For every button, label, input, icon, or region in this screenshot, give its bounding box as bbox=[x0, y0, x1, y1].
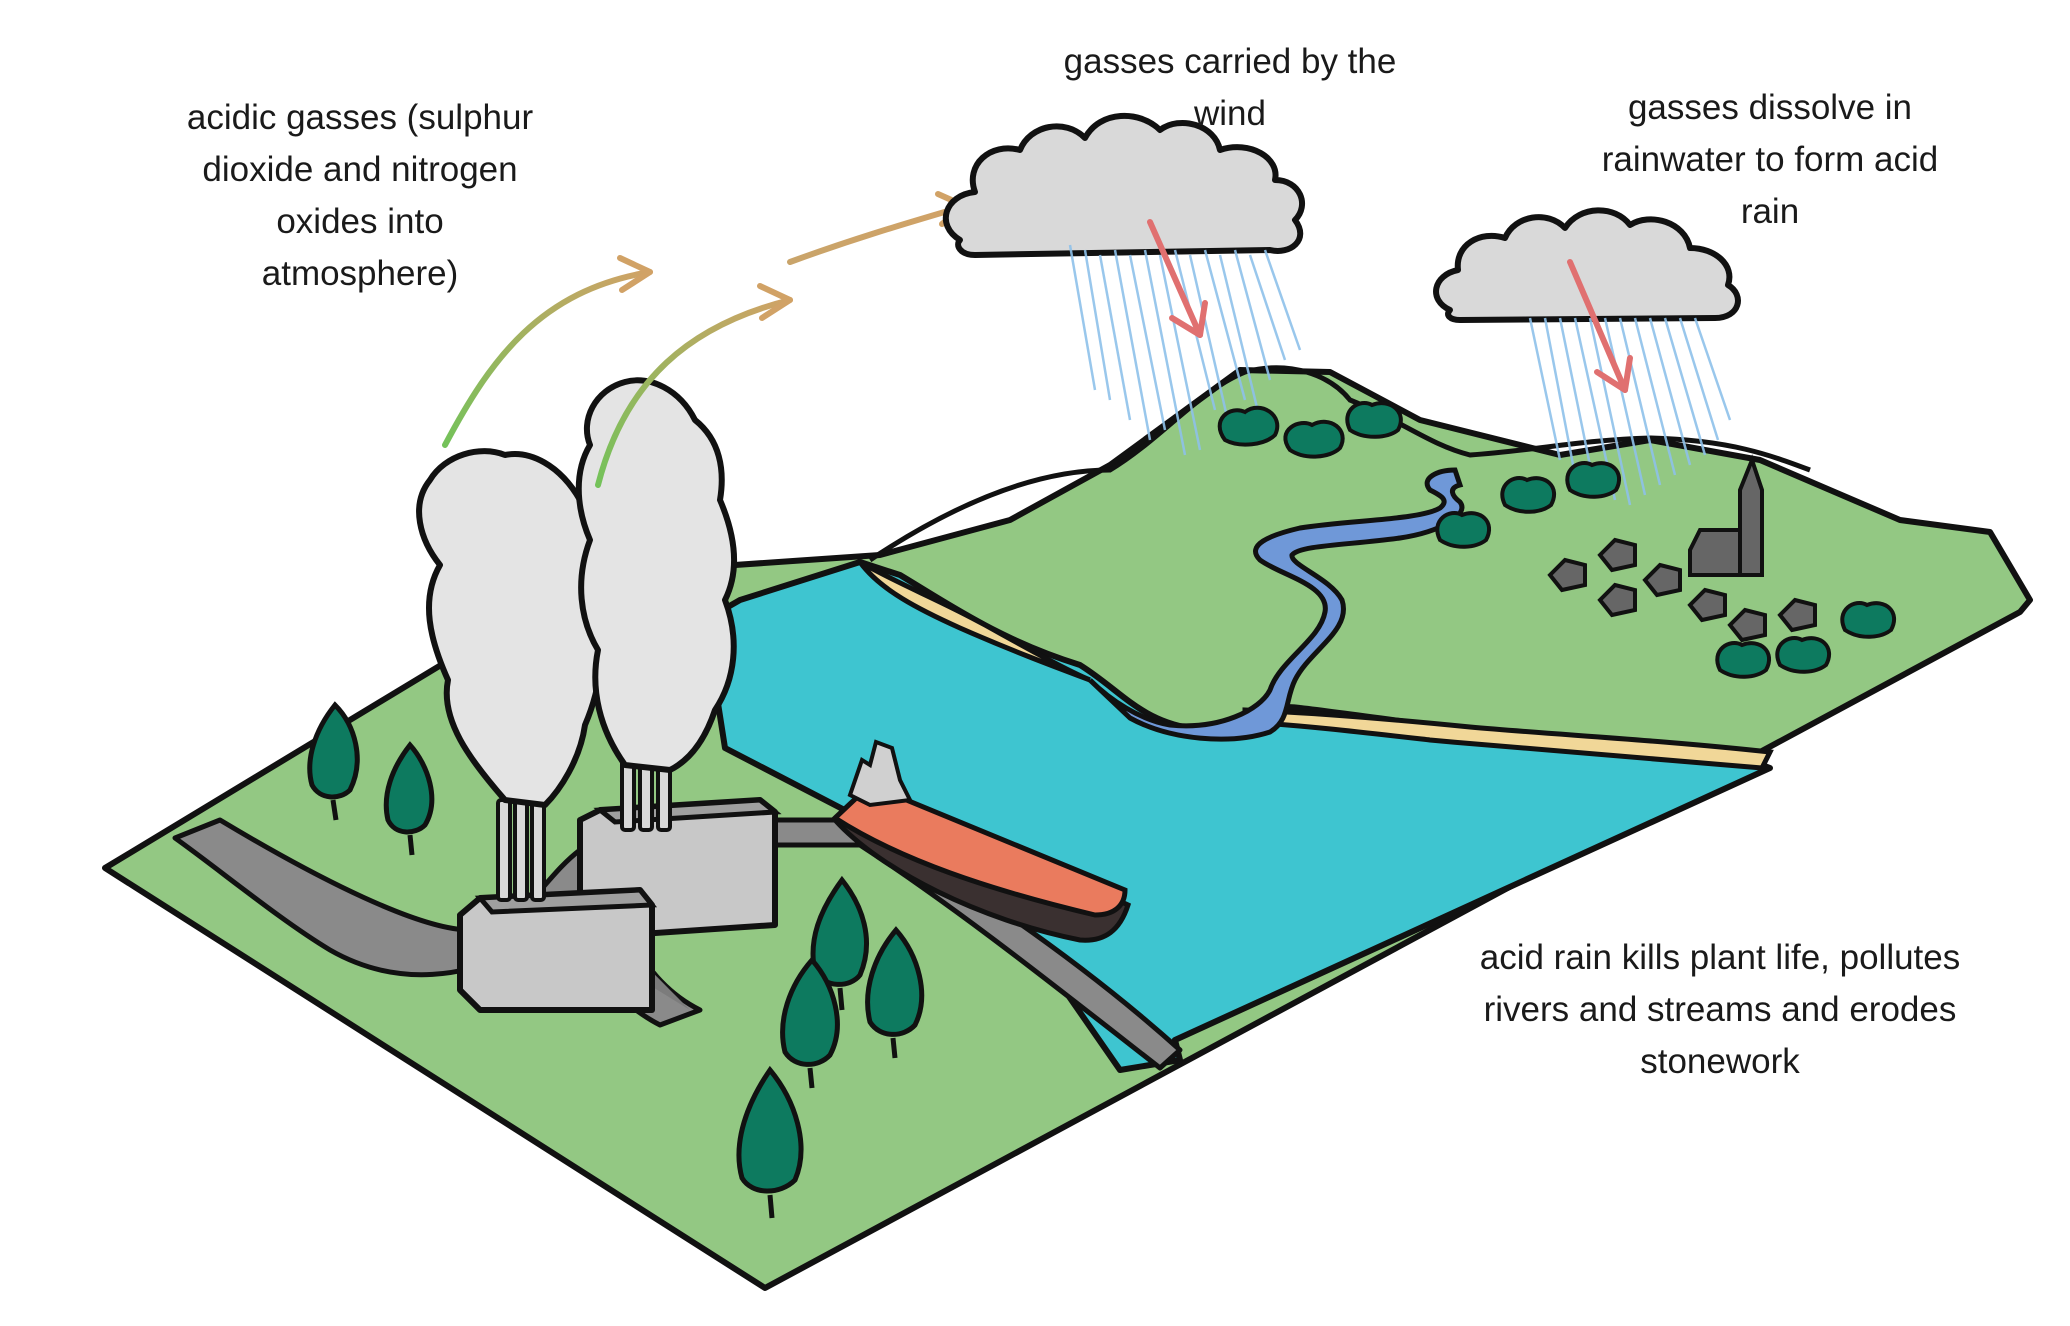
river bbox=[1088, 467, 1465, 742]
gas-arrow-3 bbox=[787, 203, 968, 265]
gas-arrow-2 bbox=[595, 297, 793, 488]
gas-arrow-1-head bbox=[617, 255, 653, 293]
caption-acid-rain-effects: acid rain kills plant life, pollutes riv… bbox=[1479, 938, 1961, 1081]
hill-trees bbox=[1217, 401, 1896, 679]
caption-acid-rain-formation: gasses dissolve in rainwater to form aci… bbox=[1601, 88, 1939, 231]
village bbox=[1547, 537, 1817, 643]
smoke-plumes bbox=[416, 377, 737, 808]
foreground-trees bbox=[307, 701, 925, 1219]
church bbox=[1688, 454, 1764, 577]
rain-cloud-1 bbox=[942, 112, 1306, 258]
acid-arrow-1 bbox=[1147, 219, 1208, 338]
cargo-ship bbox=[830, 739, 1132, 943]
caption-wind-transport: gasses carried by the wind bbox=[1063, 42, 1397, 133]
gas-arrow-1 bbox=[442, 269, 653, 448]
caption-gas-emission: acidic gasses (sulphur dioxide and nitro… bbox=[186, 98, 534, 293]
gas-arrow-2-head bbox=[757, 283, 793, 321]
beach bbox=[857, 559, 1774, 771]
rain-cloud-2 bbox=[1433, 207, 1741, 323]
rain-streaks-2 bbox=[1528, 317, 1732, 506]
acid-arrow-2 bbox=[1567, 259, 1633, 393]
